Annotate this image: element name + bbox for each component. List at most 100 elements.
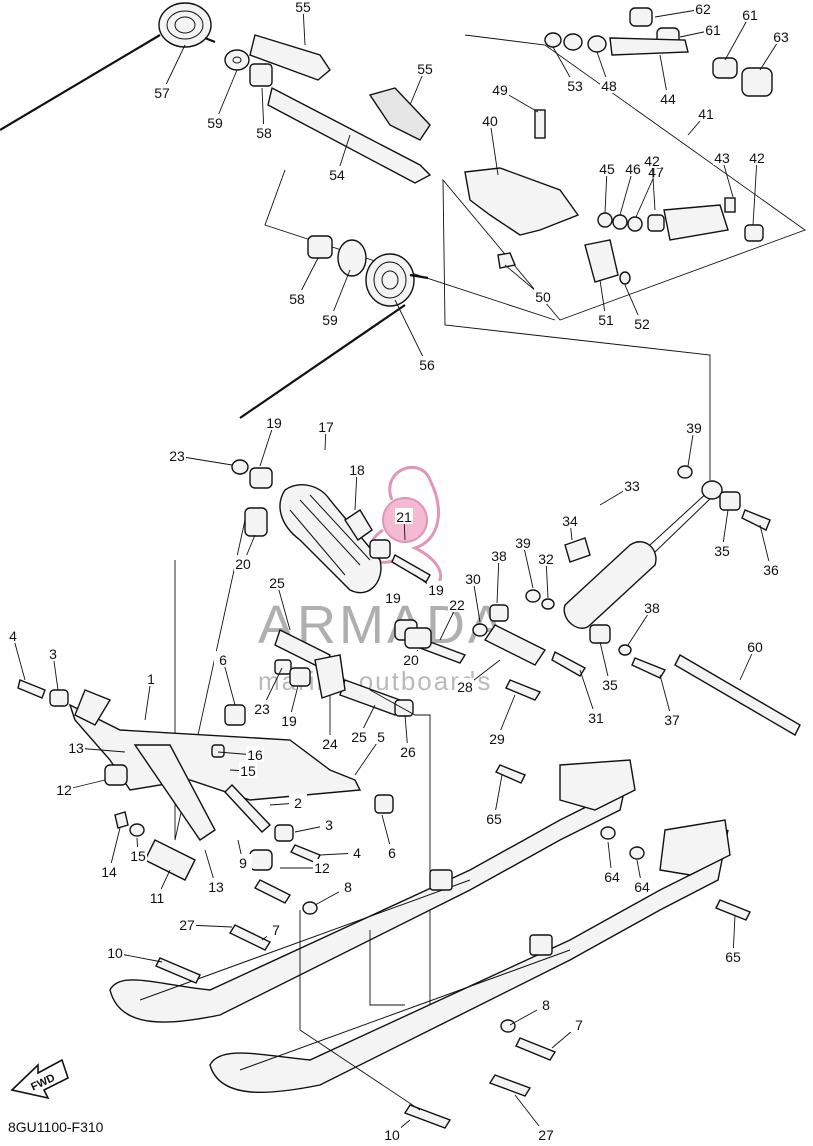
- callout-19[interactable]: 19: [428, 582, 444, 598]
- callout-2[interactable]: 2: [294, 795, 302, 811]
- callout-63[interactable]: 63: [773, 29, 789, 45]
- callout-8[interactable]: 8: [344, 879, 352, 895]
- callout-20[interactable]: 20: [403, 652, 419, 668]
- callout-26[interactable]: 26: [400, 744, 416, 760]
- callout-19[interactable]: 19: [281, 713, 297, 729]
- callout-27[interactable]: 27: [538, 1127, 554, 1143]
- callout-15[interactable]: 15: [240, 763, 256, 779]
- callout-29[interactable]: 29: [489, 731, 505, 747]
- callout-36[interactable]: 36: [763, 562, 779, 578]
- callout-58[interactable]: 58: [256, 125, 272, 141]
- callout-32[interactable]: 32: [538, 551, 554, 567]
- callout-8[interactable]: 8: [542, 997, 550, 1013]
- callout-37[interactable]: 37: [664, 712, 680, 728]
- callout-44[interactable]: 44: [660, 91, 676, 107]
- callout-9[interactable]: 9: [239, 855, 247, 871]
- callout-11[interactable]: 11: [150, 890, 165, 906]
- callout-39[interactable]: 39: [686, 420, 702, 436]
- callout-42[interactable]: 42: [749, 150, 765, 166]
- callout-52[interactable]: 52: [634, 316, 650, 332]
- callout-39[interactable]: 39: [515, 535, 531, 551]
- callout-49[interactable]: 49: [492, 82, 508, 98]
- callout-40[interactable]: 40: [482, 113, 498, 129]
- callout-16[interactable]: 16: [247, 747, 263, 763]
- callout-38[interactable]: 38: [491, 548, 507, 564]
- callout-30[interactable]: 30: [465, 571, 481, 587]
- callout-34[interactable]: 34: [562, 513, 578, 529]
- callout-55[interactable]: 55: [417, 61, 433, 77]
- callout-57[interactable]: 57: [154, 85, 170, 101]
- callout-25[interactable]: 25: [269, 575, 285, 591]
- callout-bg: [418, 356, 436, 372]
- callout-19[interactable]: 19: [266, 415, 282, 431]
- callout-25[interactable]: 25: [351, 729, 367, 745]
- callout-bg: [587, 709, 605, 725]
- callout-bg: [321, 735, 339, 751]
- callout-61[interactable]: 61: [705, 22, 721, 38]
- callout-35[interactable]: 35: [602, 677, 618, 693]
- callout-1[interactable]: 1: [147, 671, 155, 687]
- callout-4[interactable]: 4: [353, 845, 361, 861]
- callout-13[interactable]: 13: [68, 740, 84, 756]
- callout-59[interactable]: 59: [322, 312, 338, 328]
- callout-64[interactable]: 64: [634, 879, 650, 895]
- callout-46[interactable]: 46: [625, 161, 641, 177]
- callout-15[interactable]: 15: [130, 848, 146, 864]
- callout-18[interactable]: 18: [349, 462, 365, 478]
- callout-21[interactable]: 21: [396, 509, 412, 525]
- callout-60[interactable]: 60: [747, 639, 763, 655]
- callout-19[interactable]: 19: [385, 590, 401, 606]
- callout-59[interactable]: 59: [207, 115, 223, 131]
- callout-7[interactable]: 7: [272, 922, 280, 938]
- callout-13[interactable]: 13: [208, 879, 224, 895]
- callout-5[interactable]: 5: [377, 729, 385, 745]
- callout-35[interactable]: 35: [714, 543, 730, 559]
- callout-6[interactable]: 6: [388, 845, 396, 861]
- callout-58[interactable]: 58: [289, 291, 305, 307]
- callout-24[interactable]: 24: [322, 736, 338, 752]
- callout-6[interactable]: 6: [219, 652, 227, 668]
- callout-10[interactable]: 10: [107, 945, 123, 961]
- callout-43[interactable]: 43: [714, 150, 730, 166]
- callout-55[interactable]: 55: [295, 0, 311, 15]
- callout-27[interactable]: 27: [179, 917, 195, 933]
- callout-17[interactable]: 17: [318, 419, 334, 435]
- callout-7[interactable]: 7: [575, 1017, 583, 1033]
- callout-65[interactable]: 65: [725, 949, 741, 965]
- callout-48[interactable]: 48: [601, 78, 617, 94]
- clip-50: [497, 252, 516, 269]
- callout-53[interactable]: 53: [567, 78, 583, 94]
- callout-bg: [448, 596, 466, 612]
- callout-51[interactable]: 51: [598, 312, 614, 328]
- callout-61[interactable]: 61: [742, 7, 758, 23]
- callout-4[interactable]: 4: [9, 628, 17, 644]
- callout-bg: [234, 854, 252, 870]
- callout-bg: [456, 678, 474, 694]
- callout-41[interactable]: 41: [698, 106, 714, 122]
- bolt-49: [534, 109, 546, 139]
- callout-12[interactable]: 12: [56, 782, 72, 798]
- callout-14[interactable]: 14: [101, 864, 117, 880]
- callout-20[interactable]: 20: [235, 556, 251, 572]
- callout-22[interactable]: 22: [449, 597, 465, 613]
- callout-3[interactable]: 3: [325, 817, 333, 833]
- callout-31[interactable]: 31: [588, 710, 604, 726]
- callout-3[interactable]: 3: [49, 646, 57, 662]
- callout-65[interactable]: 65: [486, 811, 502, 827]
- callout-23[interactable]: 23: [169, 448, 185, 464]
- callout-23[interactable]: 23: [254, 701, 270, 717]
- callout-10[interactable]: 10: [384, 1127, 400, 1143]
- callout-54[interactable]: 54: [329, 167, 345, 183]
- callout-56[interactable]: 56: [419, 357, 435, 373]
- callout-45[interactable]: 45: [599, 161, 615, 177]
- callout-64[interactable]: 64: [604, 869, 620, 885]
- callout-28[interactable]: 28: [457, 679, 473, 695]
- callout-33[interactable]: 33: [624, 478, 640, 494]
- callout-42[interactable]: 42: [644, 153, 660, 169]
- callout-62[interactable]: 62: [695, 1, 711, 17]
- callout-12[interactable]: 12: [314, 860, 330, 876]
- callout-38[interactable]: 38: [644, 600, 660, 616]
- collar-20a: [244, 507, 268, 537]
- callout-50[interactable]: 50: [535, 289, 551, 305]
